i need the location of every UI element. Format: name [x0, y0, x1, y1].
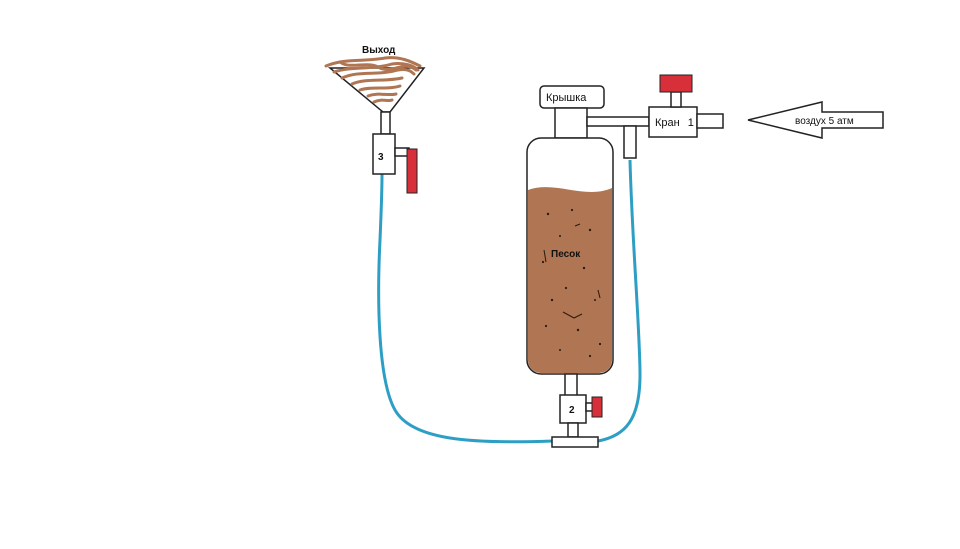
outlet-sand-pile	[324, 56, 422, 104]
valve-1[interactable]	[648, 74, 724, 138]
air-inlet-label: воздух 5 атм	[795, 116, 854, 127]
tank-sand-fill	[528, 187, 612, 373]
valve-2-handle-icon[interactable]	[591, 396, 603, 418]
valve-1-label: Кран 1	[655, 117, 694, 129]
outlet-label: Выход	[362, 45, 396, 56]
hose-to-outlet	[377, 173, 554, 444]
valve-2-number: 2	[569, 405, 575, 416]
outlet-funnel	[324, 56, 426, 135]
valve-1-handle-icon[interactable]	[659, 74, 693, 93]
arrow-left-icon	[747, 101, 884, 139]
lid-label: Крышка	[546, 92, 587, 104]
sand-tank	[526, 85, 614, 397]
hose-bypass	[597, 159, 642, 443]
valve-1-number: 1	[688, 117, 694, 129]
valve-3-number: 3	[378, 152, 384, 163]
valve-1-label-text: Кран	[655, 117, 680, 129]
valve-3[interactable]	[372, 133, 418, 194]
valve-3-handle-icon[interactable]	[406, 148, 418, 194]
valve-2[interactable]	[551, 394, 603, 448]
sand-label: Песок	[551, 249, 581, 260]
bottom-tee-fitting	[551, 436, 599, 448]
